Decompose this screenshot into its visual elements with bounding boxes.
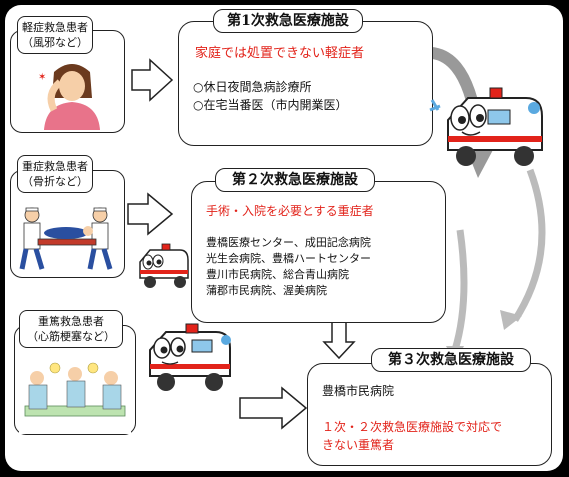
ambulance-mascot-small <box>139 243 189 288</box>
ambulance-mascot-large <box>429 87 543 166</box>
tier3-box: 豊橋市民病院 １次・２次救急医療施設で対応で きない重篤者 <box>307 363 552 466</box>
tier2-facility: 蒲郡市民病院、渥美病院 <box>206 284 327 297</box>
tier1-title: 第1次救急医療施設 <box>213 9 363 33</box>
curve-arrow-ambulance-to-tier3 <box>451 229 468 352</box>
patient-mild-example: （風邪など） <box>22 36 88 49</box>
arrow-tier2-to-tier3 <box>322 321 356 360</box>
curve-arrow-tier2-to-tier3 <box>512 168 546 322</box>
arrow-critical-to-tier3 <box>239 386 308 430</box>
tier3-headline-line: １次・２次救急医療施設で対応で <box>322 420 503 434</box>
arrow-mild-to-tier1 <box>131 58 174 102</box>
patient-critical-label: 重篤救急患者 （心筋梗塞など） <box>19 310 123 348</box>
tier2-facility: 豊橋医療センター、成田記念病院 <box>206 236 371 249</box>
ambulance-mascot-medium <box>149 323 231 391</box>
patient-critical-example: （心筋梗塞など） <box>27 330 115 343</box>
tier1-headline: 家庭では処置できない軽症者 <box>195 46 365 61</box>
tier3-facility: 豊橋市民病院 <box>322 384 395 398</box>
tier2-title: 第２次救急医療施設 <box>215 168 375 192</box>
tier1-facility: ○休日夜間急病診療所 <box>193 80 312 94</box>
arrow-serious-to-tier2 <box>127 192 174 236</box>
mild-patient-illustration: ✶ <box>38 64 100 130</box>
tier1-box: 家庭では処置できない軽症者 ○休日夜間急病診療所 ○在宅当番医（市内開業医） <box>178 21 433 146</box>
tier2-facility: 光生会病院、豊橋ハートセンター <box>206 252 371 265</box>
stretcher-illustration <box>19 207 113 270</box>
tier2-headline: 手術・入院を必要とする重症者 <box>206 204 374 218</box>
tier1-facility: ○在宅当番医（市内開業医） <box>193 98 348 112</box>
patient-serious-example: （骨折など） <box>22 175 88 188</box>
patient-critical-type: 重篤救急患者 <box>38 315 104 328</box>
tier3-title: 第３次救急医療施設 <box>371 348 531 372</box>
tier2-box: 手術・入院を必要とする重症者 豊橋医療センター、成田記念病院 光生会病院、豊橋ハ… <box>191 181 446 323</box>
patient-mild-label: 軽症救急患者 （風邪など） <box>17 16 93 54</box>
patient-mild-type: 軽症救急患者 <box>22 21 88 34</box>
tier3-headline-line: きない重篤者 <box>322 438 395 452</box>
tier2-facility: 豊川市民病院、総合青山病院 <box>206 268 349 281</box>
patient-serious-label: 重症救急患者 （骨折など） <box>17 155 93 193</box>
patient-serious-type: 重症救急患者 <box>22 160 88 173</box>
surgery-illustration <box>19 362 131 434</box>
svg-text:✶: ✶ <box>38 72 46 83</box>
